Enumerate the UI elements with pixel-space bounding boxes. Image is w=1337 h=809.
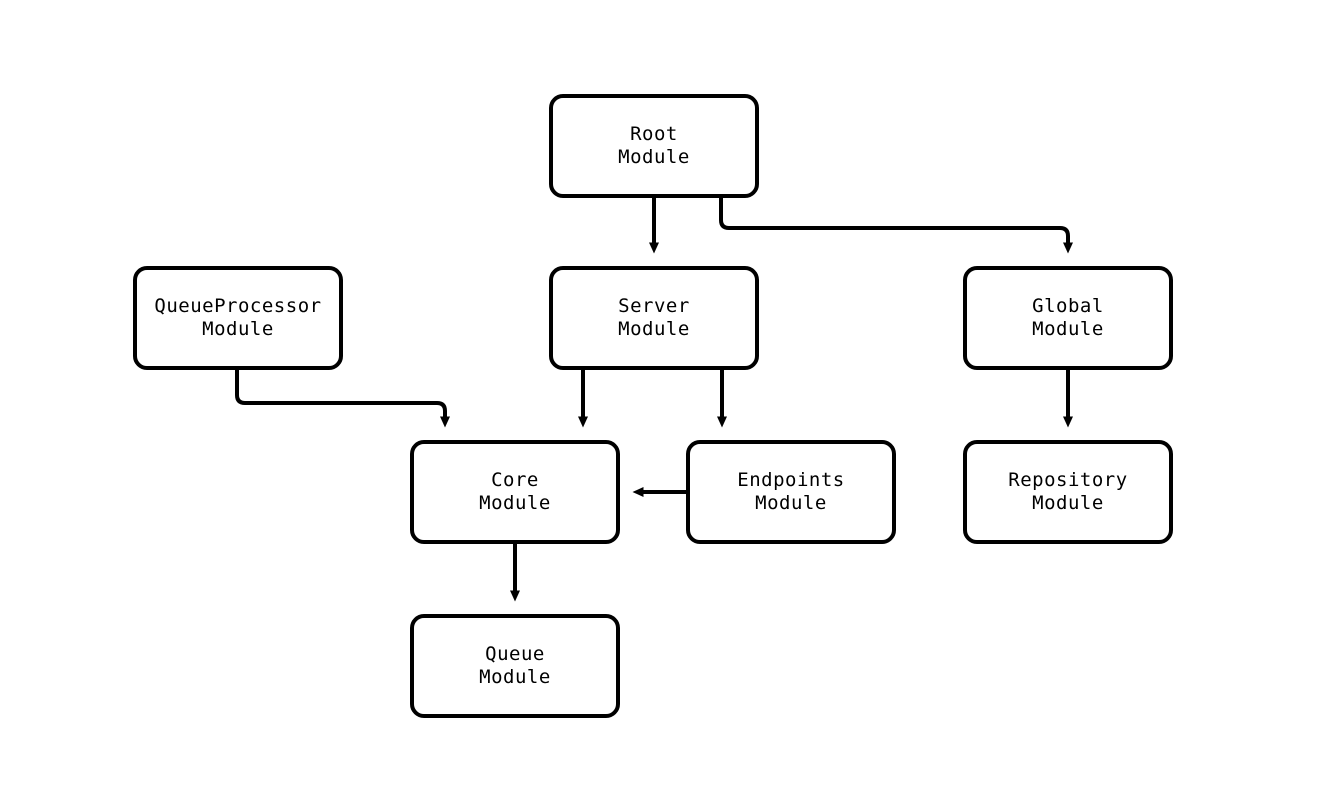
node-queueprocessor-label: QueueProcessor Module (154, 295, 322, 340)
node-server[interactable]: Server Module (549, 266, 759, 370)
node-endpoints-label: Endpoints Module (737, 469, 845, 514)
node-core-label: Core Module (479, 469, 551, 514)
node-queue-label: Queue Module (479, 643, 551, 688)
node-repository-label: Repository Module (1008, 469, 1128, 514)
node-queue[interactable]: Queue Module (410, 614, 620, 718)
node-repository[interactable]: Repository Module (963, 440, 1173, 544)
node-endpoints[interactable]: Endpoints Module (686, 440, 896, 544)
node-global-label: Global Module (1032, 295, 1104, 340)
node-root[interactable]: Root Module (549, 94, 759, 198)
edge-queueprocessor-core (235, 370, 450, 428)
node-core[interactable]: Core Module (410, 440, 620, 544)
edge-root-global (719, 198, 1073, 254)
node-server-label: Server Module (618, 295, 690, 340)
node-queueprocessor[interactable]: QueueProcessor Module (133, 266, 343, 370)
node-global[interactable]: Global Module (963, 266, 1173, 370)
node-root-label: Root Module (618, 123, 690, 168)
